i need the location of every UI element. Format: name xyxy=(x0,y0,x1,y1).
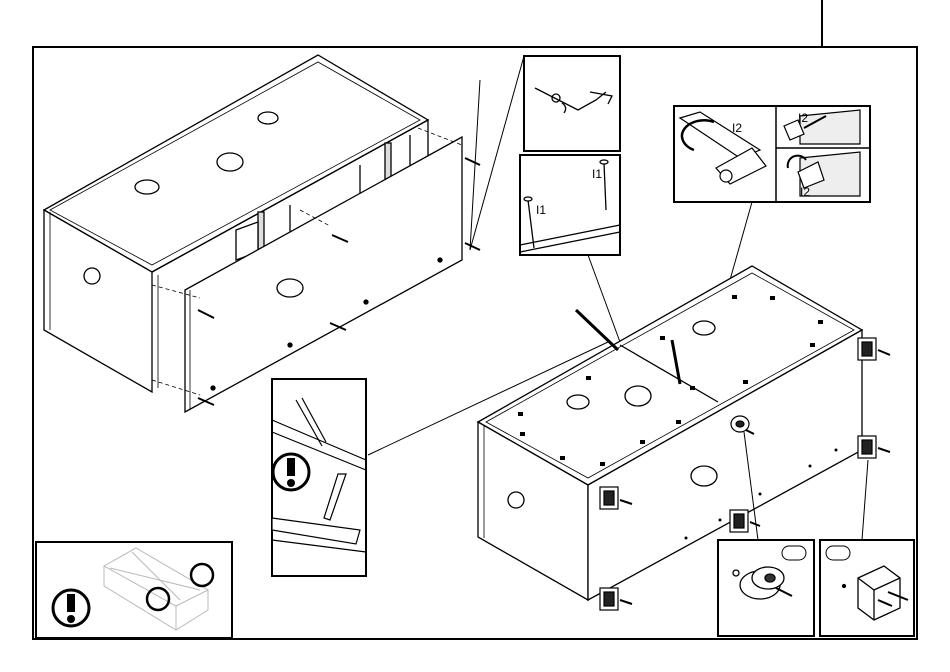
detail-nail-warning xyxy=(272,379,366,576)
screw-icon xyxy=(465,158,480,165)
warning-icon xyxy=(53,590,89,626)
detail-nails: I1 I1 xyxy=(520,155,620,342)
foot-icon xyxy=(858,338,890,360)
cam-lock-label: I2 xyxy=(732,121,742,135)
warning-icon xyxy=(273,454,309,490)
detail-square-foot xyxy=(820,540,914,636)
cam-lock-label-c: I2 xyxy=(800,185,810,199)
detail-cam-lock: I2 I2 I2 xyxy=(674,106,870,280)
nail-label-a: I1 xyxy=(536,203,546,217)
detail-bottom-warning xyxy=(36,542,232,638)
foot-icon xyxy=(600,588,632,610)
detail-round-foot xyxy=(718,540,814,636)
foot-icon xyxy=(858,436,890,458)
nail-label-b: I1 xyxy=(592,167,602,181)
screw-icon xyxy=(465,243,480,250)
cam-lock-label-b: I2 xyxy=(798,111,808,125)
